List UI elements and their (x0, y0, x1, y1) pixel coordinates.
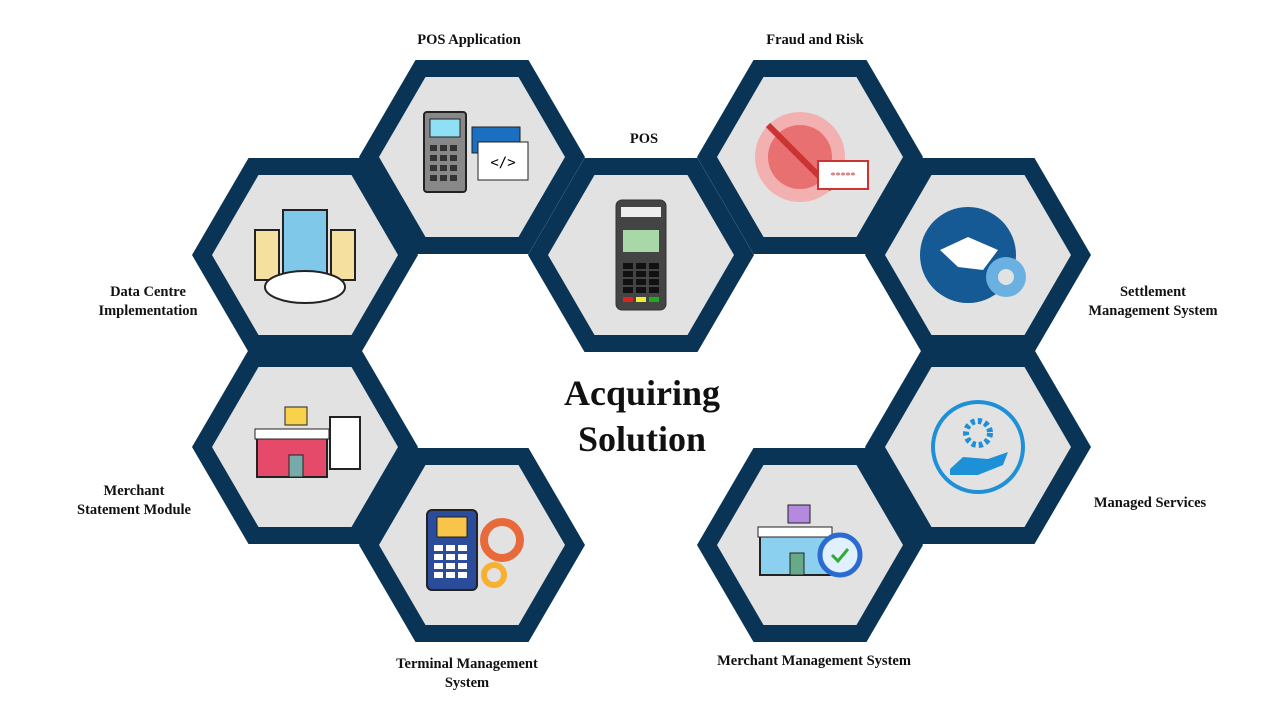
label-merchant-management: Merchant Management System (717, 652, 911, 671)
label-line: Implementation (98, 303, 198, 319)
label-line: Merchant (103, 483, 165, 499)
label-line: POS (629, 131, 659, 147)
server-cloud-icon (254, 209, 356, 304)
label-line: POS Application (417, 32, 521, 48)
hexagon-merchant-management (697, 448, 923, 642)
label-line: Managed Services (1093, 495, 1207, 511)
label-line: Management System (1088, 303, 1218, 319)
store-receipt-icon (254, 406, 361, 478)
label-line: System (444, 675, 490, 691)
pos-code-icon: </> (423, 111, 529, 193)
label-pos-application: POS Application (417, 31, 521, 50)
store-gear-icon (757, 504, 863, 578)
label-pos: POS (630, 130, 658, 149)
hexagon-fraud-risk: ***** (697, 60, 923, 254)
card-terminal-icon (615, 199, 667, 311)
svg-text:*****: ***** (831, 171, 856, 182)
hexagon-pos (528, 158, 754, 352)
title-line-1: Acquiring (563, 373, 721, 413)
hexagon-data-centre (192, 158, 418, 352)
handshake-gear-icon (920, 207, 1026, 303)
label-line: Settlement (1119, 284, 1187, 300)
label-line: Terminal Management (396, 656, 538, 672)
label-managed-services: Managed Services (1094, 494, 1206, 513)
hexagon-terminal-management (359, 448, 585, 642)
label-line: Merchant Management System (717, 653, 911, 669)
svg-text:</>: </> (490, 155, 515, 171)
label-line: Fraud and Risk (766, 32, 864, 48)
terminal-gear-icon (426, 509, 524, 591)
hexagon-settlement (865, 158, 1091, 352)
fraud-shield-icon: ***** (755, 112, 869, 202)
diagram-title: Acquiring Solution (564, 370, 720, 462)
label-line: Statement Module (77, 502, 191, 518)
label-line: Data Centre (110, 284, 186, 300)
hexagon-managed-services (865, 350, 1091, 544)
title-line-2: Solution (577, 419, 707, 459)
hand-gear-icon (931, 400, 1025, 494)
hexagon-merchant-statement (192, 350, 418, 544)
hexagon-pos-application: </> (359, 60, 585, 254)
hexagon-fill (885, 367, 1071, 527)
label-fraud-risk: Fraud and Risk (766, 31, 864, 50)
